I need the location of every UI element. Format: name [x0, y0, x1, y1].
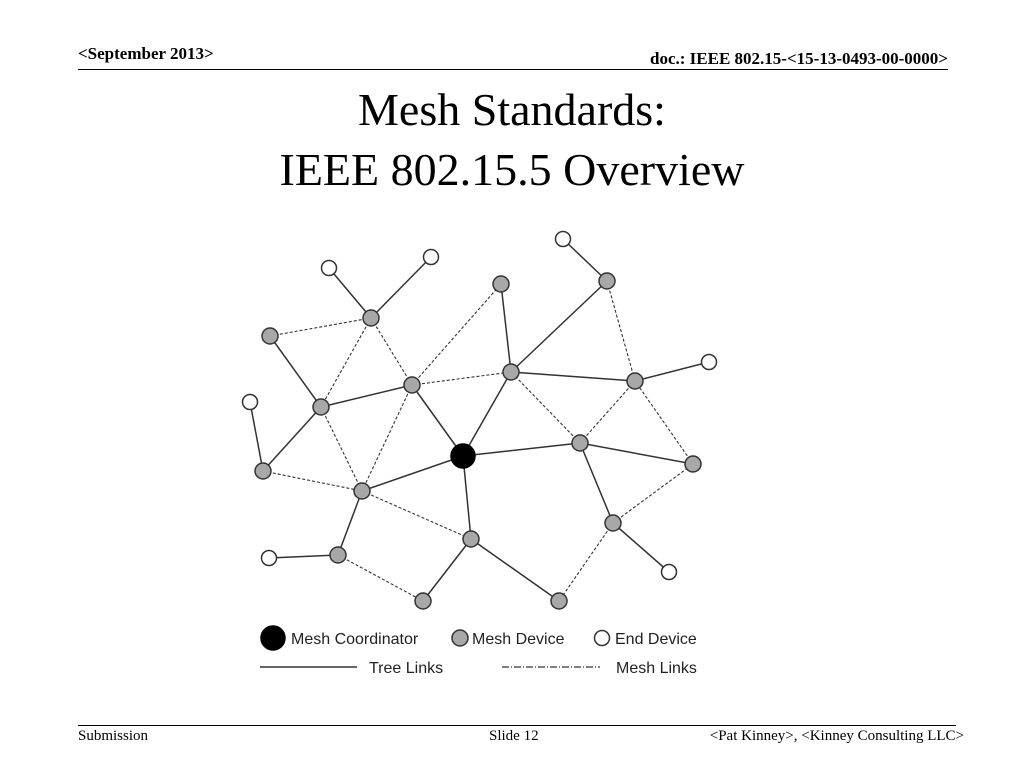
mesh-link: [370, 317, 413, 386]
tree-link: [249, 401, 264, 472]
tree-link: [328, 267, 372, 319]
mesh-link: [634, 380, 694, 465]
mesh-device-node: [254, 462, 272, 480]
mesh-link: [510, 371, 581, 444]
mesh-link: [606, 280, 636, 382]
header-divider: [78, 69, 948, 70]
tree-link: [361, 455, 464, 492]
tree-link: [500, 283, 512, 373]
mesh-device-node: [414, 592, 432, 610]
tree-link: [411, 384, 464, 457]
mesh-device-node: [502, 363, 520, 381]
end-device-node: [241, 393, 259, 411]
mesh-device-node: [261, 327, 279, 345]
mesh-link: [361, 384, 413, 492]
tree-link: [470, 538, 560, 602]
tree-link: [462, 442, 581, 457]
tree-link: [268, 554, 339, 559]
mesh-device-node: [598, 272, 616, 290]
end-device-node: [554, 230, 572, 248]
mesh-link: [579, 380, 636, 444]
mesh-device-node: [684, 455, 702, 473]
legend: Mesh Coordinator Mesh Device End Device …: [260, 625, 697, 677]
mesh-link: [361, 490, 472, 540]
mesh-link: [337, 554, 424, 602]
end-device-node: [422, 248, 440, 266]
mesh-link: [411, 371, 512, 386]
mesh-link: [411, 283, 502, 386]
mesh-link: [269, 317, 372, 337]
tree-link: [510, 371, 636, 382]
tree-link: [510, 280, 608, 373]
mesh-link: [262, 470, 363, 492]
mesh-device-node: [362, 309, 380, 327]
mesh-device-node: [626, 372, 644, 390]
end-device-node: [660, 563, 678, 581]
end-device-node: [320, 259, 338, 277]
legend-coordinator-label: Mesh Coordinator: [291, 631, 419, 648]
tree-link: [320, 384, 413, 408]
mesh-device-node: [329, 546, 347, 564]
tree-link: [269, 335, 322, 408]
mesh-link: [320, 317, 372, 408]
tree-link: [337, 490, 363, 556]
mesh-link: [612, 463, 694, 524]
tree-link: [462, 371, 512, 457]
tree-link: [462, 455, 472, 540]
end-device-node: [700, 353, 718, 371]
tree-link: [262, 406, 322, 472]
footer-author: <Pat Kinney>, <Kinney Consulting LLC>: [709, 728, 964, 744]
footer-slide-number: Slide 12: [489, 728, 539, 744]
legend-end-device-label: End Device: [615, 631, 697, 648]
slide-title-line-1: Mesh Standards:: [358, 84, 666, 135]
mesh-device-node: [571, 434, 589, 452]
tree-link: [562, 238, 608, 282]
mesh-link: [320, 406, 363, 492]
tree-link: [579, 442, 694, 465]
header-date: <September 2013>: [78, 44, 214, 63]
tree-link: [422, 538, 472, 602]
legend-tree-links-label: Tree Links: [369, 660, 443, 677]
network-nodes: [241, 230, 718, 610]
legend-device-symbol: [451, 629, 469, 647]
footer-divider: [78, 725, 956, 726]
network-links: [249, 238, 710, 602]
slide-title-line-2: IEEE 802.15.5 Overview: [279, 144, 745, 195]
mesh-device-node: [492, 275, 510, 293]
legend-end-device-symbol: [593, 629, 611, 647]
mesh-device-node: [462, 530, 480, 548]
legend-coordinator-symbol: [260, 625, 286, 651]
tree-link: [579, 442, 614, 524]
mesh-device-node: [312, 398, 330, 416]
tree-link: [612, 522, 670, 573]
mesh-coordinator-node: [450, 443, 476, 469]
mesh-device-node: [604, 514, 622, 532]
footer-submission: Submission: [78, 728, 149, 744]
legend-mesh-links-label: Mesh Links: [616, 660, 697, 677]
tree-link: [634, 361, 710, 382]
end-device-node: [260, 549, 278, 567]
mesh-device-node: [353, 482, 371, 500]
header-doc-id: doc.: IEEE 802.15-<15-13-0493-00-0000>: [650, 49, 948, 68]
legend-device-label: Mesh Device: [472, 631, 565, 648]
tree-link: [370, 256, 432, 319]
mesh-device-node: [403, 376, 421, 394]
mesh-link: [558, 522, 614, 602]
mesh-device-node: [550, 592, 568, 610]
